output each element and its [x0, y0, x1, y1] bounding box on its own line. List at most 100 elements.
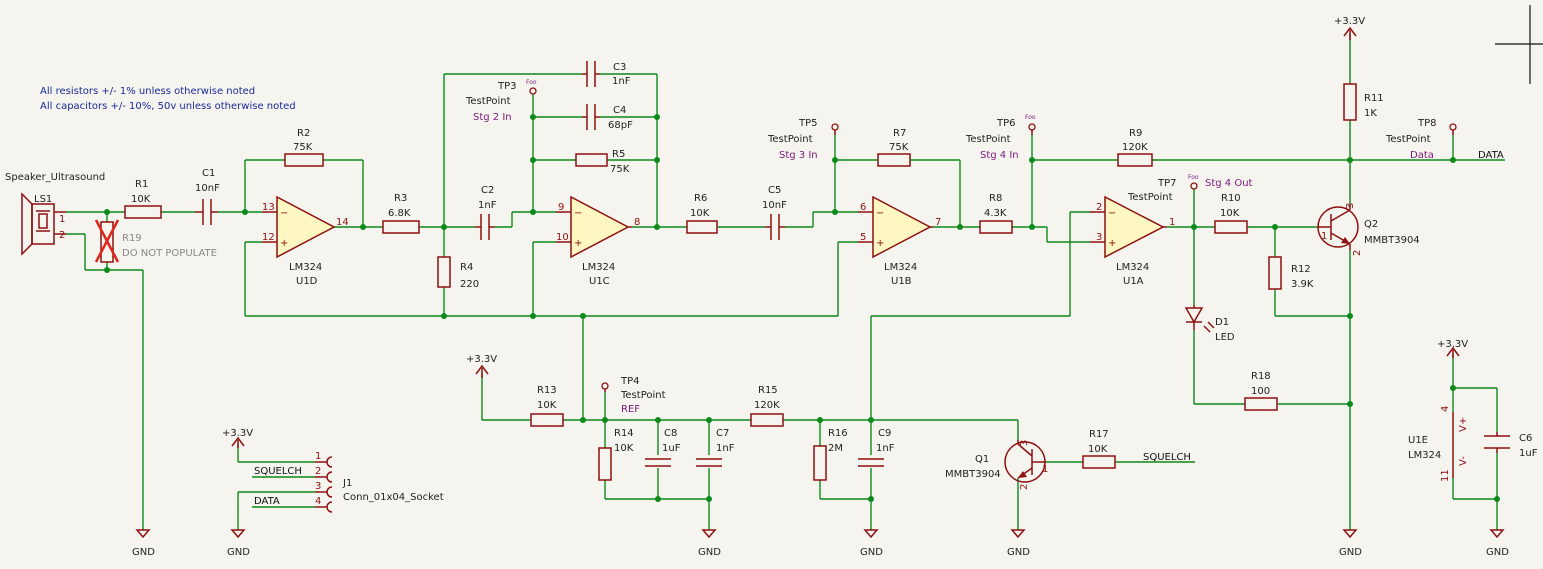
capacitor-c9[interactable]: C9 1nF: [858, 428, 895, 467]
svg-text:10K: 10K: [1220, 208, 1240, 219]
resistor-r4[interactable]: R4 220: [437, 256, 479, 290]
resistor-r18[interactable]: R18 100: [1244, 371, 1278, 411]
capacitor-c4[interactable]: C4 68pF: [582, 104, 633, 131]
resistor-r2[interactable]: R2 75K: [284, 128, 324, 167]
svg-text:TestPoint: TestPoint: [1127, 192, 1173, 203]
svg-text:3: 3: [1345, 203, 1356, 209]
svg-text:LM324: LM324: [582, 262, 615, 273]
svg-text:10K: 10K: [690, 208, 710, 219]
svg-text:+3.3V: +3.3V: [222, 428, 253, 439]
svg-text:R6: R6: [694, 193, 707, 204]
svg-text:9: 9: [558, 202, 564, 213]
svg-text:U1A: U1A: [1123, 276, 1144, 287]
svg-text:LM324: LM324: [1408, 450, 1441, 461]
svg-text:R9: R9: [1129, 128, 1142, 139]
svg-text:2: 2: [1352, 250, 1363, 256]
svg-text:TestPoint: TestPoint: [465, 96, 511, 107]
svg-text:1nF: 1nF: [612, 76, 631, 87]
resistor-r11[interactable]: R11 1K: [1343, 83, 1384, 121]
svg-text:C9: C9: [878, 428, 891, 439]
svg-text:TP7: TP7: [1157, 178, 1177, 189]
svg-text:TestPoint: TestPoint: [767, 134, 813, 145]
resistor-r17[interactable]: R17 10K: [1082, 429, 1116, 469]
resistor-r10[interactable]: R10 10K: [1214, 193, 1248, 234]
svg-text:−: −: [1108, 208, 1116, 219]
svg-text:10K: 10K: [537, 400, 557, 411]
svg-text:5: 5: [860, 232, 866, 243]
testpoint-tp7[interactable]: Foo TP7 TestPoint Stg 4 Out: [1127, 174, 1253, 203]
net-label-squelch-j1: SQUELCH: [254, 466, 302, 477]
testpoint-tp8[interactable]: TP8 TestPoint Data: [1385, 118, 1457, 161]
testpoint-tp3[interactable]: Foo TP3 TestPoint Stg 2 In: [465, 79, 537, 123]
svg-text:10: 10: [556, 232, 569, 243]
svg-text:10K: 10K: [1088, 444, 1108, 455]
resistor-r16[interactable]: R16 2M: [813, 428, 848, 481]
capacitor-c6[interactable]: C6 1uF: [1484, 432, 1538, 459]
svg-text:11: 11: [1440, 469, 1451, 482]
svg-text:MMBT3904: MMBT3904: [945, 469, 1001, 480]
svg-text:1: 1: [315, 451, 321, 462]
svg-text:GND: GND: [860, 547, 883, 558]
resistor-r8[interactable]: R8 4.3K: [979, 193, 1013, 234]
resistor-r15[interactable]: R15 120K: [750, 385, 784, 427]
testpoint-tp5[interactable]: TP5 TestPoint Stg 3 In: [767, 118, 839, 161]
svg-text:Data: Data: [1410, 150, 1434, 161]
resistor-r3[interactable]: R3 6.8K: [382, 193, 420, 234]
svg-text:V+: V+: [1458, 417, 1469, 432]
svg-text:14: 14: [336, 217, 349, 228]
svg-text:R11: R11: [1364, 93, 1384, 104]
resistor-r6[interactable]: R6 10K: [686, 193, 718, 234]
svg-text:1nF: 1nF: [716, 443, 735, 454]
svg-text:2: 2: [1019, 484, 1030, 490]
capacitor-c7[interactable]: C7 1nF: [696, 428, 735, 467]
resistor-r5[interactable]: R5 75K: [575, 149, 630, 175]
opamp-u1a[interactable]: − + 2 3 1 LM324 U1A: [1090, 195, 1175, 287]
resistor-r12[interactable]: R12 3.9K: [1268, 256, 1314, 290]
testpoint-tp4[interactable]: TP4 TestPoint REF: [601, 376, 666, 415]
svg-text:TP6: TP6: [996, 118, 1016, 129]
resistor-r1[interactable]: R1 10K: [124, 179, 162, 219]
led-d1[interactable]: D1 LED: [1184, 305, 1235, 343]
resistor-r7[interactable]: R7 75K: [877, 128, 911, 167]
svg-text:GND: GND: [1007, 547, 1030, 558]
svg-text:R16: R16: [828, 428, 848, 439]
opamp-u1c[interactable]: − + 9 10 8 LM324 U1C: [556, 195, 640, 287]
opamp-u1d[interactable]: − + 13 12 14 LM324 U1D: [262, 195, 349, 287]
svg-text:Foo: Foo: [1188, 174, 1199, 181]
svg-text:MMBT3904: MMBT3904: [1364, 235, 1420, 246]
resistor-r19[interactable]: R19 DO NOT POPULATE: [94, 219, 217, 263]
svg-text:R4: R4: [460, 262, 473, 273]
opamp-u1e-power[interactable]: 4 11 V+ V- U1E LM324: [1408, 406, 1469, 482]
svg-text:Stg 3 In: Stg 3 In: [779, 150, 818, 161]
svg-text:LM324: LM324: [289, 262, 322, 273]
r19-ref: R19: [122, 233, 142, 244]
resistor-r9[interactable]: R9 120K: [1117, 128, 1153, 167]
svg-text:U1D: U1D: [296, 276, 318, 287]
capacitor-c2[interactable]: C2 1nF: [475, 185, 497, 240]
speaker-ls1[interactable]: Speaker_Ultrasound LS1 1 2: [5, 172, 105, 256]
svg-text:220: 220: [460, 279, 479, 290]
resistor-r14[interactable]: R14 10K: [598, 428, 634, 481]
svg-text:8: 8: [634, 217, 640, 228]
capacitor-c8[interactable]: C8 1uF: [645, 428, 681, 467]
svg-text:Foo: Foo: [1025, 114, 1036, 121]
svg-text:Stg 2 In: Stg 2 In: [473, 112, 512, 123]
svg-text:LM324: LM324: [884, 262, 917, 273]
capacitor-c3[interactable]: C3 1nF: [582, 61, 631, 87]
capacitor-c5[interactable]: C5 10nF: [762, 185, 787, 240]
transistor-q1[interactable]: 1 3 2 Q1 MMBT3904: [945, 440, 1048, 490]
resistor-r13[interactable]: R13 10K: [530, 385, 564, 427]
connector-j1[interactable]: 1 2 3 4 J1 Conn_01x04_Socket SQUELCH DAT…: [254, 451, 444, 513]
testpoint-tp6[interactable]: Foo TP6 TestPoint Stg 4 In: [965, 114, 1036, 161]
capacitor-c1[interactable]: C1 10nF: [195, 168, 220, 225]
svg-text:U1C: U1C: [589, 276, 610, 287]
svg-text:1nF: 1nF: [876, 443, 895, 454]
svg-text:120K: 120K: [1122, 142, 1148, 153]
opamp-u1b[interactable]: − + 6 5 7 LM324 U1B: [858, 195, 941, 287]
svg-text:+: +: [280, 238, 288, 249]
svg-text:1uF: 1uF: [1519, 448, 1538, 459]
svg-text:Stg 4 Out: Stg 4 Out: [1205, 178, 1253, 189]
svg-text:3.9K: 3.9K: [1291, 279, 1314, 290]
transistor-q2[interactable]: 1 3 2 Q2 MMBT3904: [1317, 203, 1420, 256]
svg-text:−: −: [876, 208, 884, 219]
